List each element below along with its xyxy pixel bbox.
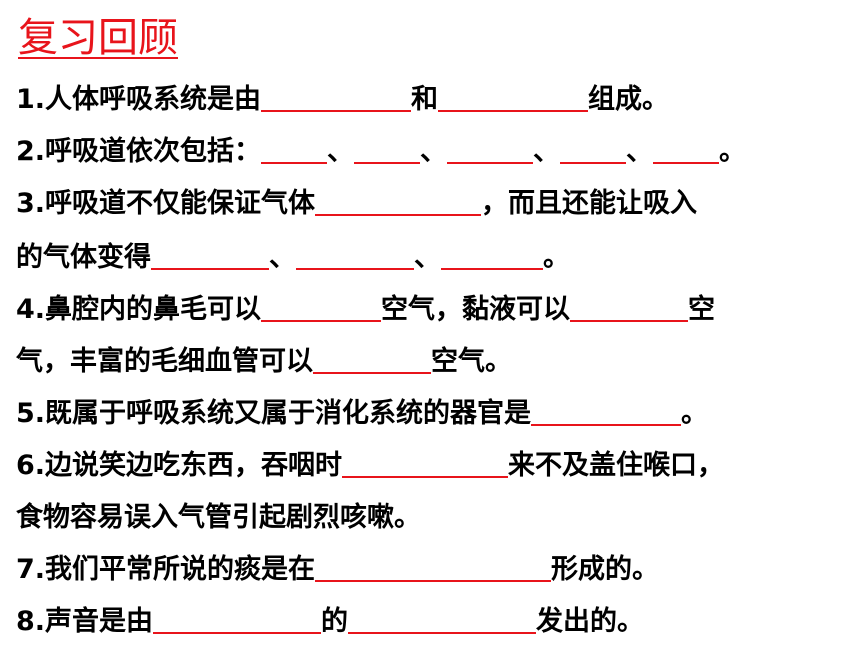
question-8: 8.声音是由 的 发出的。 xyxy=(16,600,644,644)
q4-text-e: 空气。 xyxy=(431,346,512,377)
q6-text-c: 食物容易误入气管引起剧烈咳嗽。 xyxy=(16,502,421,533)
q3-end: 。 xyxy=(543,242,570,273)
q5-text-a: 5.既属于呼吸系统又属于消化系统的器官是 xyxy=(16,398,532,429)
q3-blank-3[interactable] xyxy=(296,238,414,270)
q3-sep-1: 、 xyxy=(269,242,296,273)
question-3-line-2: 的气体变得 、 、 。 xyxy=(16,236,570,280)
question-4-line-2: 气，丰富的毛细血管可以 空气。 xyxy=(16,340,512,384)
q6-text-b: 来不及盖住喉口， xyxy=(508,450,725,481)
q1-text-b: 和 xyxy=(411,84,439,115)
q4-blank-3[interactable] xyxy=(313,342,431,374)
q2-blank-1[interactable] xyxy=(261,132,328,164)
q2-end: 。 xyxy=(719,136,747,167)
q4-text-c: 空 xyxy=(688,294,716,325)
q8-text-b: 的 xyxy=(321,606,349,637)
question-5: 5.既属于呼吸系统又属于消化系统的器官是 。 xyxy=(16,392,708,436)
question-1: 1.人体呼吸系统是由 和 组成。 xyxy=(16,78,669,122)
question-3-line-1: 3.呼吸道不仅能保证气体 ，而且还能让吸入 xyxy=(16,182,697,226)
q5-blank-1[interactable] xyxy=(531,394,682,426)
q3-text-b: ，而且还能让吸入 xyxy=(481,188,698,219)
q2-blank-3[interactable] xyxy=(447,132,534,164)
q8-blank-1[interactable] xyxy=(153,602,322,634)
q4-text-a: 4.鼻腔内的鼻毛可以 xyxy=(16,294,262,325)
q2-text-a: 2.呼吸道依次包括： xyxy=(16,136,262,167)
q8-blank-2[interactable] xyxy=(348,602,537,634)
q3-text-c: 的气体变得 xyxy=(16,242,151,273)
q4-text-d: 气，丰富的毛细血管可以 xyxy=(16,346,313,377)
q2-sep-2: 、 xyxy=(420,136,448,167)
q1-blank-2[interactable] xyxy=(438,80,589,112)
q4-blank-1[interactable] xyxy=(261,290,382,322)
q1-text-a: 1.人体呼吸系统是由 xyxy=(16,84,262,115)
q7-blank-1[interactable] xyxy=(315,550,552,582)
q1-blank-1[interactable] xyxy=(261,80,412,112)
question-4-line-1: 4.鼻腔内的鼻毛可以 空气，黏液可以 空 xyxy=(16,288,715,332)
page-title: 复习回顾 xyxy=(18,15,178,61)
question-6-line-2: 食物容易误入气管引起剧烈咳嗽。 xyxy=(16,496,421,540)
q6-blank-1[interactable] xyxy=(342,446,509,478)
q2-sep-3: 、 xyxy=(533,136,561,167)
q4-blank-2[interactable] xyxy=(570,290,689,322)
q3-blank-2[interactable] xyxy=(151,238,269,270)
q6-text-a: 6.边说笑边吃东西，吞咽时 xyxy=(16,450,343,481)
q7-text-b: 形成的。 xyxy=(551,554,660,585)
q3-blank-1[interactable] xyxy=(315,184,482,216)
q2-blank-2[interactable] xyxy=(354,132,421,164)
q3-blank-4[interactable] xyxy=(441,238,543,270)
q2-blank-5[interactable] xyxy=(653,132,720,164)
q2-sep-1: 、 xyxy=(327,136,355,167)
q8-text-c: 发出的。 xyxy=(536,606,645,637)
q7-text-a: 7.我们平常所说的痰是在 xyxy=(16,554,316,585)
q3-sep-2: 、 xyxy=(414,242,441,273)
q1-text-c: 组成。 xyxy=(588,84,670,115)
question-6-line-1: 6.边说笑边吃东西，吞咽时 来不及盖住喉口， xyxy=(16,444,724,488)
q2-blank-4[interactable] xyxy=(560,132,627,164)
question-7: 7.我们平常所说的痰是在 形成的。 xyxy=(16,548,659,592)
question-2: 2.呼吸道依次包括： 、 、 、 、 。 xyxy=(16,130,746,174)
q4-text-b: 空气，黏液可以 xyxy=(381,294,571,325)
q3-text-a: 3.呼吸道不仅能保证气体 xyxy=(16,188,316,219)
q5-end: 。 xyxy=(681,398,709,429)
q2-sep-4: 、 xyxy=(626,136,654,167)
q8-text-a: 8.声音是由 xyxy=(16,606,154,637)
